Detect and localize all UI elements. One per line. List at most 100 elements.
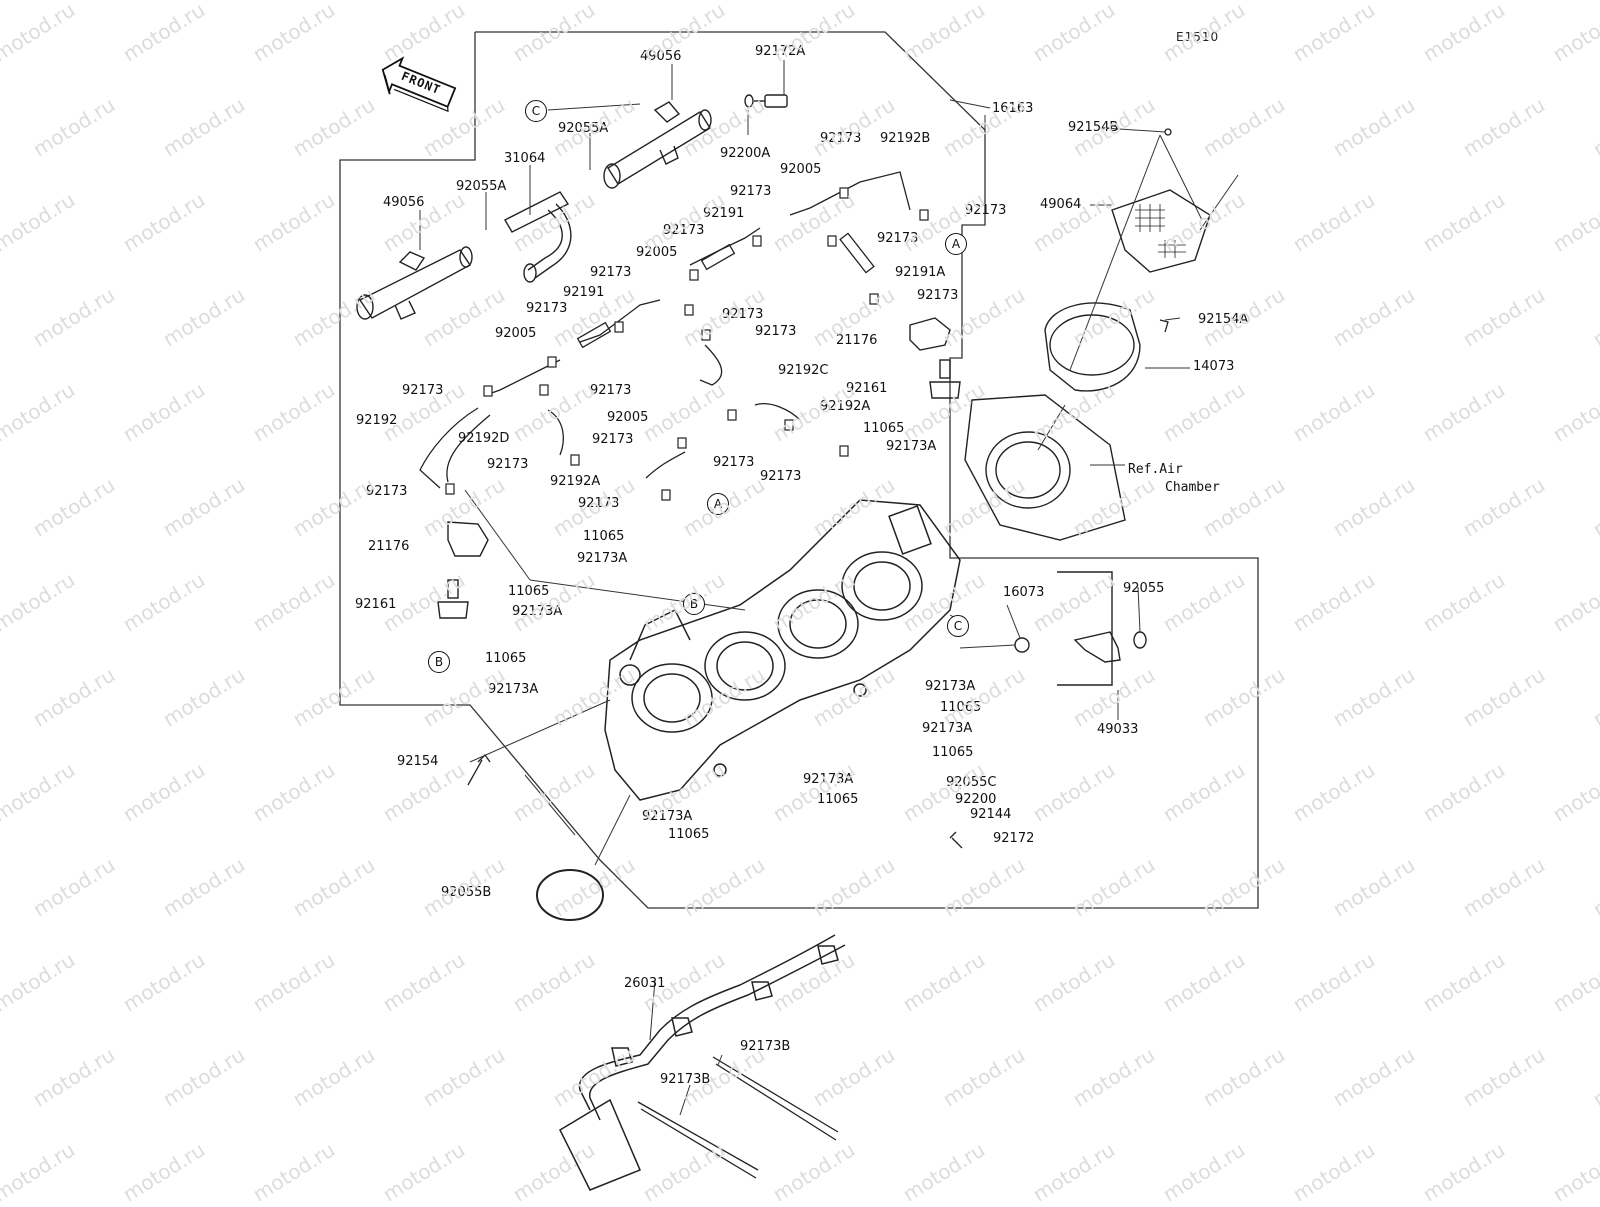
part-label: 92173 <box>663 223 705 238</box>
part-label: 92173A <box>577 551 628 566</box>
part-label: 92055 <box>1123 581 1165 596</box>
fuel-rail-left <box>356 246 473 320</box>
bolt-92172a <box>744 94 788 108</box>
part-label: 92192B <box>880 131 931 146</box>
front-arrow: FRONT <box>373 49 464 120</box>
part-label: 92173B <box>660 1072 711 1087</box>
part-label: 92191A <box>895 265 946 280</box>
part-label: 92173 <box>487 457 529 472</box>
part-label: 92173 <box>526 301 568 316</box>
part-label: 92173 <box>877 231 919 246</box>
part-label: 92005 <box>636 245 678 260</box>
part-label: 11065 <box>940 700 982 715</box>
part-label: 92200A <box>720 146 771 161</box>
ref-note-2: Chamber <box>1165 480 1220 495</box>
part-label: 49056 <box>383 195 425 210</box>
part-label: 92173A <box>642 809 693 824</box>
part-label: 92173 <box>713 455 755 470</box>
fuel-rail-right <box>603 101 712 189</box>
part-label: 11065 <box>932 745 974 760</box>
part-label: 49033 <box>1097 722 1139 737</box>
part-label: 92200 <box>955 792 997 807</box>
part-label: 92173A <box>512 604 563 619</box>
part-label: 92055A <box>558 121 609 136</box>
leader-lines <box>419 60 1239 1116</box>
callout-c-top: C <box>525 100 547 122</box>
part-label: 92173A <box>886 439 937 454</box>
part-label: 92173A <box>488 682 539 697</box>
part-label: 16163 <box>992 101 1034 116</box>
part-label: 92055C <box>946 775 997 790</box>
sensor-lower <box>437 521 489 619</box>
part-label: 92173A <box>922 721 973 736</box>
wiring-harness <box>559 934 846 1191</box>
part-label: 92173 <box>722 307 764 322</box>
part-label: 92192 <box>356 413 398 428</box>
part-label: 16073 <box>1003 585 1045 600</box>
part-label: 92192A <box>820 399 871 414</box>
callout-b-low: B <box>428 651 450 673</box>
part-label: 92173 <box>590 265 632 280</box>
part-label: 92173 <box>820 131 862 146</box>
part-label: 11065 <box>668 827 710 842</box>
part-label: 92173 <box>592 432 634 447</box>
mesh-pattern <box>1135 204 1186 258</box>
part-label: 92173 <box>590 383 632 398</box>
part-label: 92173A <box>803 772 854 787</box>
part-label: 49056 <box>640 49 682 64</box>
part-label: 92173 <box>755 324 797 339</box>
part-label: 92192A <box>550 474 601 489</box>
diagram-code: E1510 <box>1176 30 1220 44</box>
part-label: 92173 <box>578 496 620 511</box>
part-label: 92173 <box>730 184 772 199</box>
part-label: 92191 <box>703 206 745 221</box>
part-label: 92191 <box>563 285 605 300</box>
part-label: 11065 <box>863 421 905 436</box>
part-label: 92173B <box>740 1039 791 1054</box>
part-label: 26031 <box>624 976 666 991</box>
part-label: 31064 <box>504 151 546 166</box>
part-label: 92005 <box>780 162 822 177</box>
part-label: 11065 <box>485 651 527 666</box>
sensor-upper <box>909 317 961 399</box>
part-label: 92173 <box>366 484 408 499</box>
part-label: 92005 <box>607 410 649 425</box>
hose-clamps <box>445 187 929 501</box>
part-label: 92154B <box>1068 120 1119 135</box>
part-label: 92055A <box>456 179 507 194</box>
part-label: 92173A <box>925 679 976 694</box>
part-label: 92161 <box>355 597 397 612</box>
part-label: 92154 <box>397 754 439 769</box>
part-label: 92005 <box>495 326 537 341</box>
part-label: 92055B <box>441 885 492 900</box>
part-label: 92154A <box>1198 312 1249 327</box>
part-label: 11065 <box>583 529 625 544</box>
part-label: 11065 <box>817 792 859 807</box>
air-chamber-boundary <box>962 115 986 226</box>
callout-c-mid: C <box>947 615 969 637</box>
ref-note-1: Ref.Air <box>1128 462 1183 477</box>
part-label: 92192C <box>778 363 829 378</box>
part-label: 92144 <box>970 807 1012 822</box>
part-label: 92172 <box>993 831 1035 846</box>
o-ring-92055b <box>536 869 604 921</box>
part-label: 49064 <box>1040 197 1082 212</box>
callout-a-mid: A <box>707 493 729 515</box>
part-label: 21176 <box>836 333 878 348</box>
part-label: 92192D <box>458 431 510 446</box>
part-label: 92173 <box>917 288 959 303</box>
part-label: 92161 <box>846 381 888 396</box>
vacuum-hoses <box>419 171 911 489</box>
callout-b-mid: B <box>683 593 705 615</box>
part-label: 11065 <box>508 584 550 599</box>
fuel-pipe <box>504 191 572 283</box>
throttle-body <box>604 499 961 801</box>
part-label: 92173 <box>760 469 802 484</box>
cable-ties <box>637 1056 839 1179</box>
part-label: 92173 <box>965 203 1007 218</box>
part-label: 14073 <box>1193 359 1235 374</box>
callout-a-top: A <box>945 233 967 255</box>
part-label: 21176 <box>368 539 410 554</box>
part-label: 92173 <box>402 383 444 398</box>
